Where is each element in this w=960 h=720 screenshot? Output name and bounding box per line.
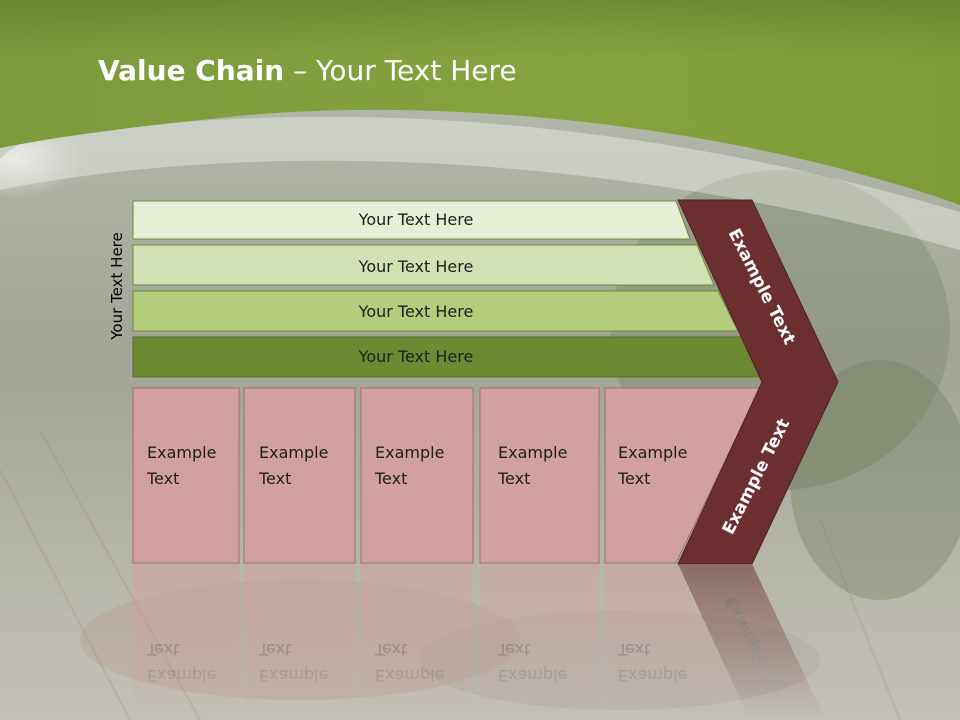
- cell-4-line1: Example: [498, 443, 567, 462]
- reflection-cell-4-line1: Example: [498, 666, 567, 685]
- cell-3[interactable]: Example Text: [360, 387, 474, 564]
- cell-3-line1: Example: [375, 443, 444, 462]
- cell-2-line2: Text: [258, 469, 291, 488]
- reflection-cell-4-line2: Text: [497, 640, 530, 659]
- reflection-cell-3: [361, 565, 473, 720]
- cell-5-line2: Text: [617, 469, 650, 488]
- reflection-cell-2-line1: Example: [259, 666, 328, 685]
- reflection-cell-1: [133, 565, 239, 720]
- reflection-cell-3-line1: Example: [375, 666, 444, 685]
- bar-1-shape: [132, 200, 691, 240]
- bar-2-shape: [132, 244, 715, 286]
- bar-1-label: Your Text Here: [358, 210, 474, 229]
- cell-4-line2: Text: [497, 469, 530, 488]
- cell-2-line1: Example: [259, 443, 328, 462]
- cell-1[interactable]: Example Text: [132, 387, 240, 564]
- bar-1[interactable]: Your Text Here: [132, 200, 691, 240]
- bar-2-label: Your Text Here: [358, 257, 474, 276]
- reflection-cell-4: [480, 565, 599, 720]
- cell-5[interactable]: Example Text: [604, 387, 761, 564]
- bar-2[interactable]: Your Text Here: [132, 244, 715, 286]
- cell-5-shape: [604, 387, 761, 564]
- cell-3-shape: [360, 387, 474, 564]
- reflection-chevron-lower: [678, 564, 826, 720]
- cell-2-shape: [243, 387, 356, 564]
- reflection-cell-5: [605, 565, 751, 720]
- slide-title: Value Chain – Your Text Here: [98, 54, 517, 87]
- cell-4-shape: [479, 387, 600, 564]
- bar-3-label: Your Text Here: [358, 302, 474, 321]
- cell-1-line1: Example: [147, 443, 216, 462]
- title-rest: – Your Text Here: [284, 54, 517, 87]
- reflection-cell-5-line2: Text: [617, 640, 650, 659]
- cell-1-line2: Text: [146, 469, 179, 488]
- bar-4-label: Your Text Here: [358, 347, 474, 366]
- title-bold: Value Chain: [98, 54, 285, 87]
- reflection-cell-3-line2: Text: [374, 640, 407, 659]
- bar-3[interactable]: Your Text Here: [132, 290, 739, 332]
- bar-4[interactable]: Your Text Here: [132, 336, 763, 378]
- cell-4[interactable]: Example Text: [479, 387, 600, 564]
- reflection-cell-5-line1: Example: [618, 666, 687, 685]
- reflection-cell-2-line2: Text: [258, 640, 291, 659]
- diagram-reflection: Example Text Example Text Example Text E…: [133, 564, 826, 720]
- cell-3-line2: Text: [374, 469, 407, 488]
- cell-2[interactable]: Example Text: [243, 387, 356, 564]
- reflection-cell-1-line1: Example: [147, 666, 216, 685]
- reflection-cell-2: [244, 565, 355, 720]
- cell-1-shape: [132, 387, 240, 564]
- cell-5-line1: Example: [618, 443, 687, 462]
- reflection-cell-1-line2: Text: [146, 640, 179, 659]
